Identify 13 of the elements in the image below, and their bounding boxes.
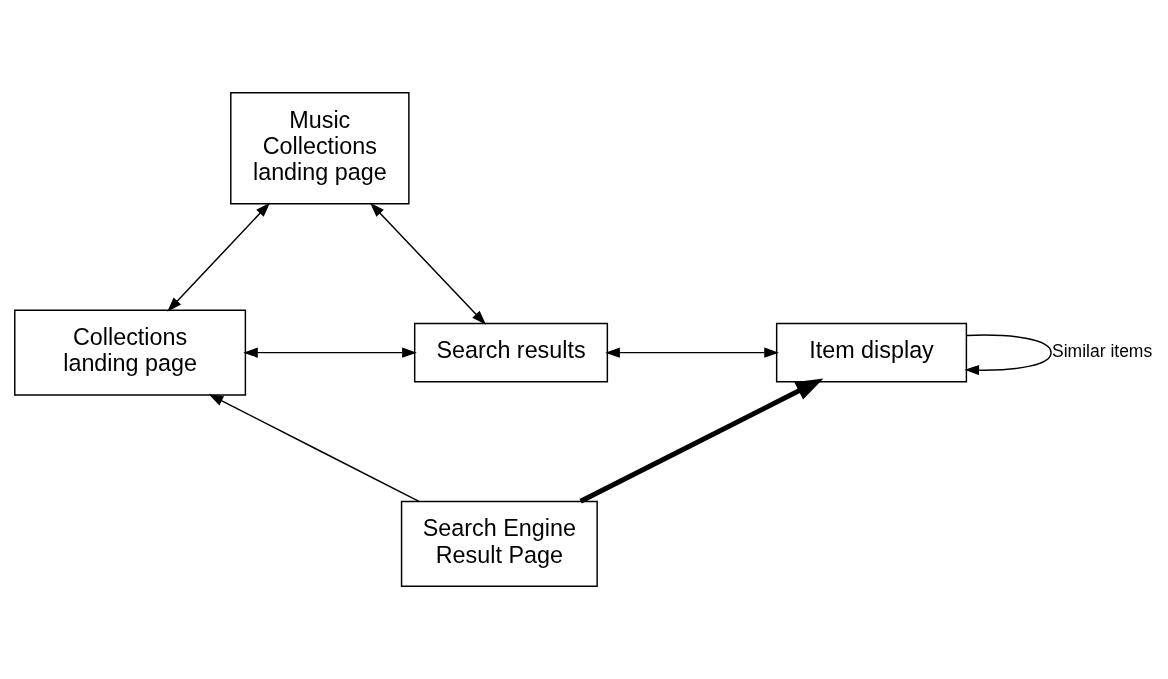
arrow (208, 394, 420, 503)
edge-label: Similar items (1052, 341, 1153, 362)
arrow (964, 334, 1052, 376)
node-box: Search Engine Result Page (400, 500, 598, 587)
arrow (579, 378, 824, 504)
node-box: Collections landing page (14, 309, 247, 396)
node-box: Search results (413, 322, 609, 383)
node-box: Item display (775, 322, 968, 383)
arrow (605, 347, 779, 358)
arrow (370, 202, 487, 325)
arrow (167, 202, 270, 312)
arrow (243, 347, 417, 358)
node-box: Music Collections landing page (230, 92, 410, 205)
